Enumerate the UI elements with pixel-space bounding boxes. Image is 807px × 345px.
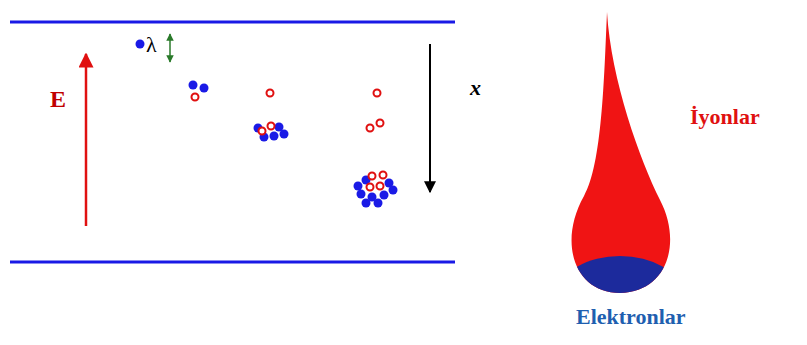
ions-label: İyonlar [690, 105, 760, 129]
direction-label: x [470, 76, 481, 100]
electrons [136, 40, 398, 208]
field-arrow [85, 54, 88, 226]
avalanche-drop [560, 12, 680, 328]
mean-free-path-label: λ [146, 33, 157, 57]
field-label: E [50, 86, 66, 112]
electrode-plates [10, 22, 455, 262]
electrons-label: Elektronlar [576, 305, 686, 329]
drift-arrow [429, 44, 431, 192]
ions [192, 90, 387, 191]
mean-free-path-arrow [169, 34, 171, 62]
